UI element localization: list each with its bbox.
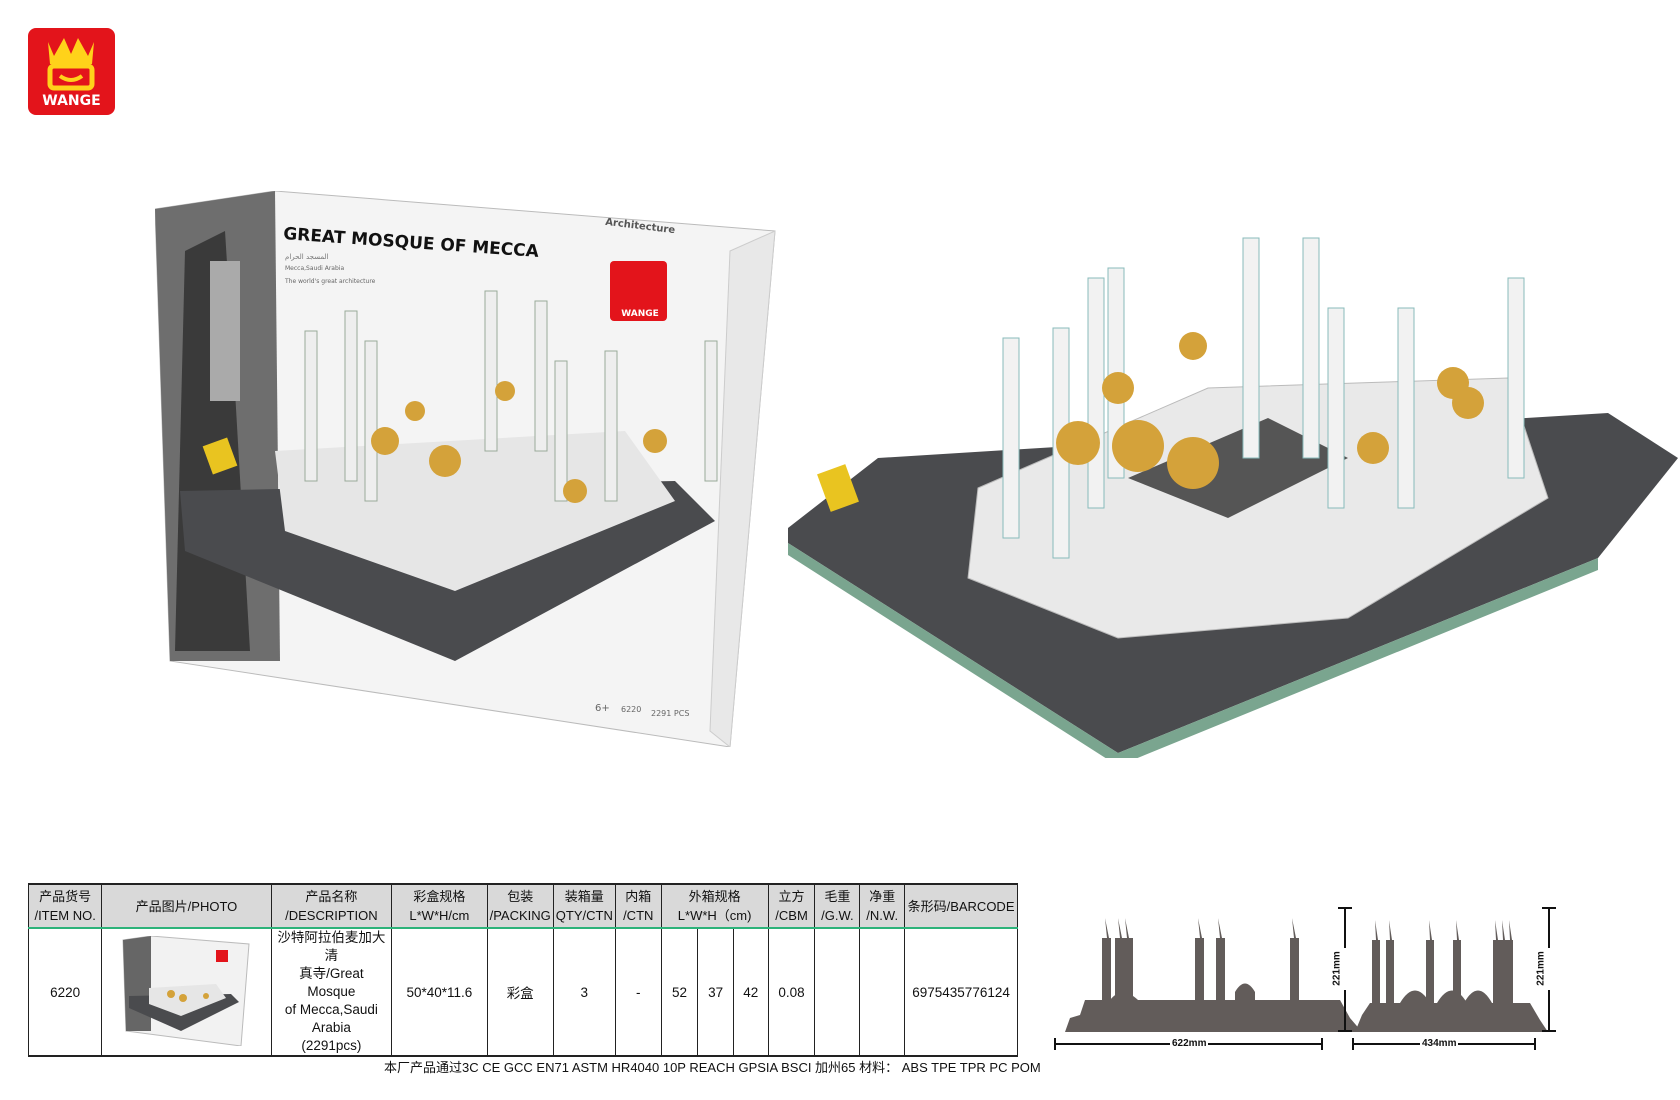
side-width-label: 434mm <box>1422 1038 1457 1049</box>
cell-nw <box>859 927 906 1057</box>
box-item-no: 6220 <box>621 705 642 714</box>
spec-table: 产品货号/ITEM NO. 产品图片/PHOTO 产品名称/DESCRIPTIO… <box>27 883 1018 1057</box>
cell-outer-l: 52 <box>660 927 699 1057</box>
cell-item-no: 6220 <box>27 927 103 1057</box>
cell-box-size: 50*40*11.6 <box>391 927 488 1057</box>
header-description: 产品名称/DESCRIPTION <box>270 883 393 929</box>
front-height-label: 221mm <box>1331 951 1343 986</box>
box-logo-text: WANGE <box>621 309 659 319</box>
header-item-no: 产品货号/ITEM NO. <box>27 883 103 929</box>
cell-outer-h: 42 <box>732 927 769 1057</box>
product-box-image: GREAT MOSQUE OF MECCA المسجد الحرام Mecc… <box>154 190 777 748</box>
certification-footer: 本厂产品通过3C CE GCC EN71 ASTM HR4040 10P REA… <box>384 1060 1041 1075</box>
header-nw: 净重/N.W. <box>859 883 906 929</box>
crown-icon <box>47 38 95 91</box>
header-packing: 包装/PACKING <box>486 883 554 929</box>
header-inner-ctn: 内箱/CTN <box>614 883 662 929</box>
cell-inner-ctn: - <box>614 927 662 1057</box>
front-silhouette <box>1054 907 1556 1050</box>
box-pcs: 2291 PCS <box>651 709 690 718</box>
box-arabic: المسجد الحرام <box>285 253 329 261</box>
cell-qty: 3 <box>552 927 616 1057</box>
box-location: Mecca,Saudi Arabia <box>285 265 345 272</box>
product-thumbnail <box>122 934 250 1047</box>
box-age: 6+ <box>595 703 610 714</box>
wange-logo: WANGE <box>28 28 115 115</box>
built-model-image <box>788 198 1680 766</box>
side-height-label: 221mm <box>1535 951 1547 986</box>
header-cbm: 立方/CBM <box>767 883 816 929</box>
cell-barcode: 6975435776124 <box>904 927 1018 1057</box>
cell-cbm: 0.08 <box>767 927 816 1057</box>
cell-gw <box>814 927 861 1057</box>
table-header-row: 产品货号/ITEM NO. 产品图片/PHOTO 产品名称/DESCRIPTIO… <box>27 883 1018 929</box>
cell-outer-w: 37 <box>697 927 734 1057</box>
dimension-diagram: 622mm 221mm 434mm 221mm <box>1050 900 1680 1060</box>
header-gw: 毛重/G.W. <box>814 883 861 929</box>
cell-packing: 彩盒 <box>486 927 554 1057</box>
header-photo: 产品图片/PHOTO <box>101 883 272 929</box>
cell-photo <box>101 927 272 1057</box>
front-width-label: 622mm <box>1172 1038 1207 1049</box>
header-barcode: 条形码/BARCODE <box>904 883 1018 929</box>
box-tagline: The world's great architecture <box>285 278 376 285</box>
